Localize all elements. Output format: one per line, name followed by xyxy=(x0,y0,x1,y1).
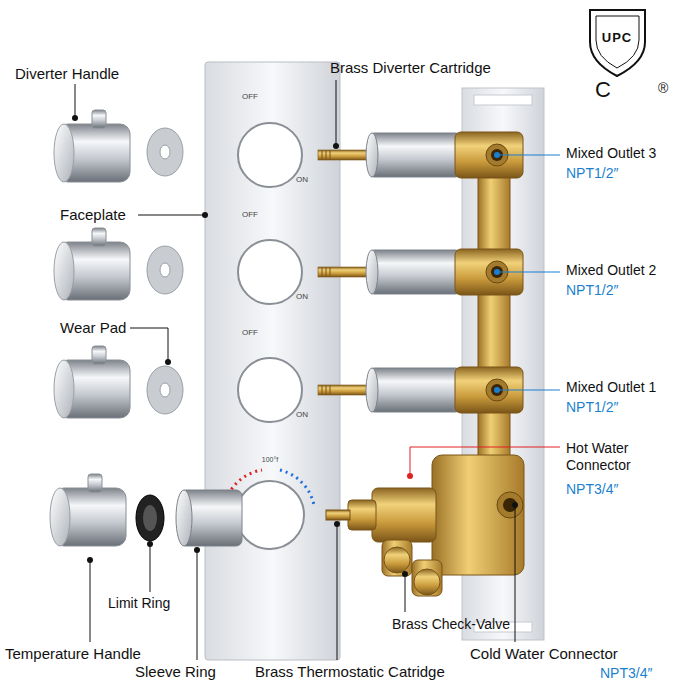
faceplate-marking: ON xyxy=(296,175,308,185)
certification-mark: ® xyxy=(658,80,668,97)
handles-part xyxy=(143,505,157,531)
faceplate-marking: 100°f xyxy=(262,456,278,464)
certification-mark: UPC xyxy=(602,30,632,46)
valve-body-part xyxy=(432,455,524,575)
leader-lines-part xyxy=(90,560,91,642)
leader-dots-part xyxy=(72,115,78,121)
faceplate-part xyxy=(238,358,302,422)
valve-body-part xyxy=(414,569,440,595)
leader-dots-part xyxy=(494,269,500,275)
leader-lines-part xyxy=(336,80,337,146)
leader-lines-part xyxy=(497,390,560,391)
thread-size: NPT1/2″ xyxy=(566,165,618,182)
thread-size: NPT3/4″ xyxy=(600,665,652,682)
leader-lines-part xyxy=(497,272,560,273)
leader-dots-part xyxy=(402,571,408,577)
faceplate-marking: OFF xyxy=(242,210,258,220)
certification-mark: C xyxy=(595,77,611,103)
leader-dots-part xyxy=(194,547,200,553)
handles-part xyxy=(50,474,126,546)
part-name: Sleeve Ring xyxy=(135,663,216,681)
valve-body-part xyxy=(348,500,376,530)
faceplate-part xyxy=(238,240,302,304)
valve-body-part xyxy=(326,510,350,520)
valve-body-part xyxy=(478,150,510,470)
leader-lines-part xyxy=(405,574,406,612)
part-name: Diverter Handle xyxy=(15,65,119,83)
faceplate-part xyxy=(280,470,314,505)
part-name: Temperature Handle xyxy=(5,645,141,663)
part-name: Limit Ring xyxy=(108,595,170,612)
handles-part xyxy=(54,228,130,300)
part-name: Wear Pad xyxy=(60,319,126,337)
leader-dots-part xyxy=(494,152,500,158)
handles xyxy=(50,110,242,546)
leader-dots xyxy=(72,115,518,577)
thread-size: NPT1/2″ xyxy=(566,282,618,299)
thread-size: NPT3/4″ xyxy=(566,481,618,498)
part-name: Faceplate xyxy=(60,206,126,224)
handles-part xyxy=(54,110,130,182)
valve-body xyxy=(318,88,544,640)
part-name: Brass Thermostatic Catridge xyxy=(255,663,445,681)
faceplate-marking: ON xyxy=(296,292,308,302)
part-name: Hot Water Connector xyxy=(566,440,671,474)
leader-lines-part xyxy=(75,84,76,118)
leader-dots-part xyxy=(147,541,153,547)
leader-dots-part xyxy=(512,502,518,508)
handles-part xyxy=(147,366,183,414)
handles-part xyxy=(147,246,183,294)
leader-lines-part xyxy=(337,524,338,660)
part-name: Brass Diverter Cartridge xyxy=(330,59,491,77)
valve-body-part xyxy=(372,488,436,542)
leader-lines-part xyxy=(497,155,560,156)
handles-part xyxy=(176,490,192,546)
upc-mark xyxy=(590,10,645,76)
valve-body-part xyxy=(474,95,532,105)
faceplate-marking: OFF xyxy=(242,92,258,102)
leader-dots-part xyxy=(87,557,93,563)
upc-mark-part xyxy=(590,10,645,76)
valve-body-part xyxy=(318,367,523,413)
upc-mark-part xyxy=(596,16,639,68)
leader-lines-part xyxy=(130,328,168,362)
leader-lines-part xyxy=(138,215,205,216)
leader-lines xyxy=(75,80,560,660)
part-name: Mixed Outlet 1 xyxy=(566,379,656,396)
handles-part xyxy=(54,346,130,418)
leader-lines-part xyxy=(197,550,198,660)
leader-lines-part xyxy=(410,447,560,476)
leader-dots-part xyxy=(202,212,208,218)
valve-body-part xyxy=(384,547,410,573)
leader-dots-part xyxy=(165,359,171,365)
leader-lines-part xyxy=(515,505,516,642)
leader-dots-part xyxy=(407,473,413,479)
leader-dots-part xyxy=(333,143,339,149)
part-name: Brass Check-Valve xyxy=(392,616,510,633)
valve-body-part xyxy=(412,560,442,596)
faceplate-marking: ON xyxy=(296,410,308,420)
valve-body-part xyxy=(318,132,523,178)
handles-part xyxy=(147,128,183,176)
valve-body-part xyxy=(382,540,412,576)
faceplate-marking: OFF xyxy=(242,328,258,338)
valve-body-part xyxy=(497,492,523,518)
part-name: Mixed Outlet 2 xyxy=(566,262,656,279)
part-name: Cold Water Connector xyxy=(470,645,618,663)
part-name: Mixed Outlet 3 xyxy=(566,145,656,162)
leader-dots-part xyxy=(494,387,500,393)
leader-dots-part xyxy=(334,521,340,527)
leader-lines-part xyxy=(150,544,151,592)
faceplate-part xyxy=(236,481,304,549)
handles-part xyxy=(136,495,164,541)
faceplate-part xyxy=(238,123,302,187)
thread-size: NPT1/2″ xyxy=(566,399,618,416)
valve-body-part xyxy=(318,249,523,295)
